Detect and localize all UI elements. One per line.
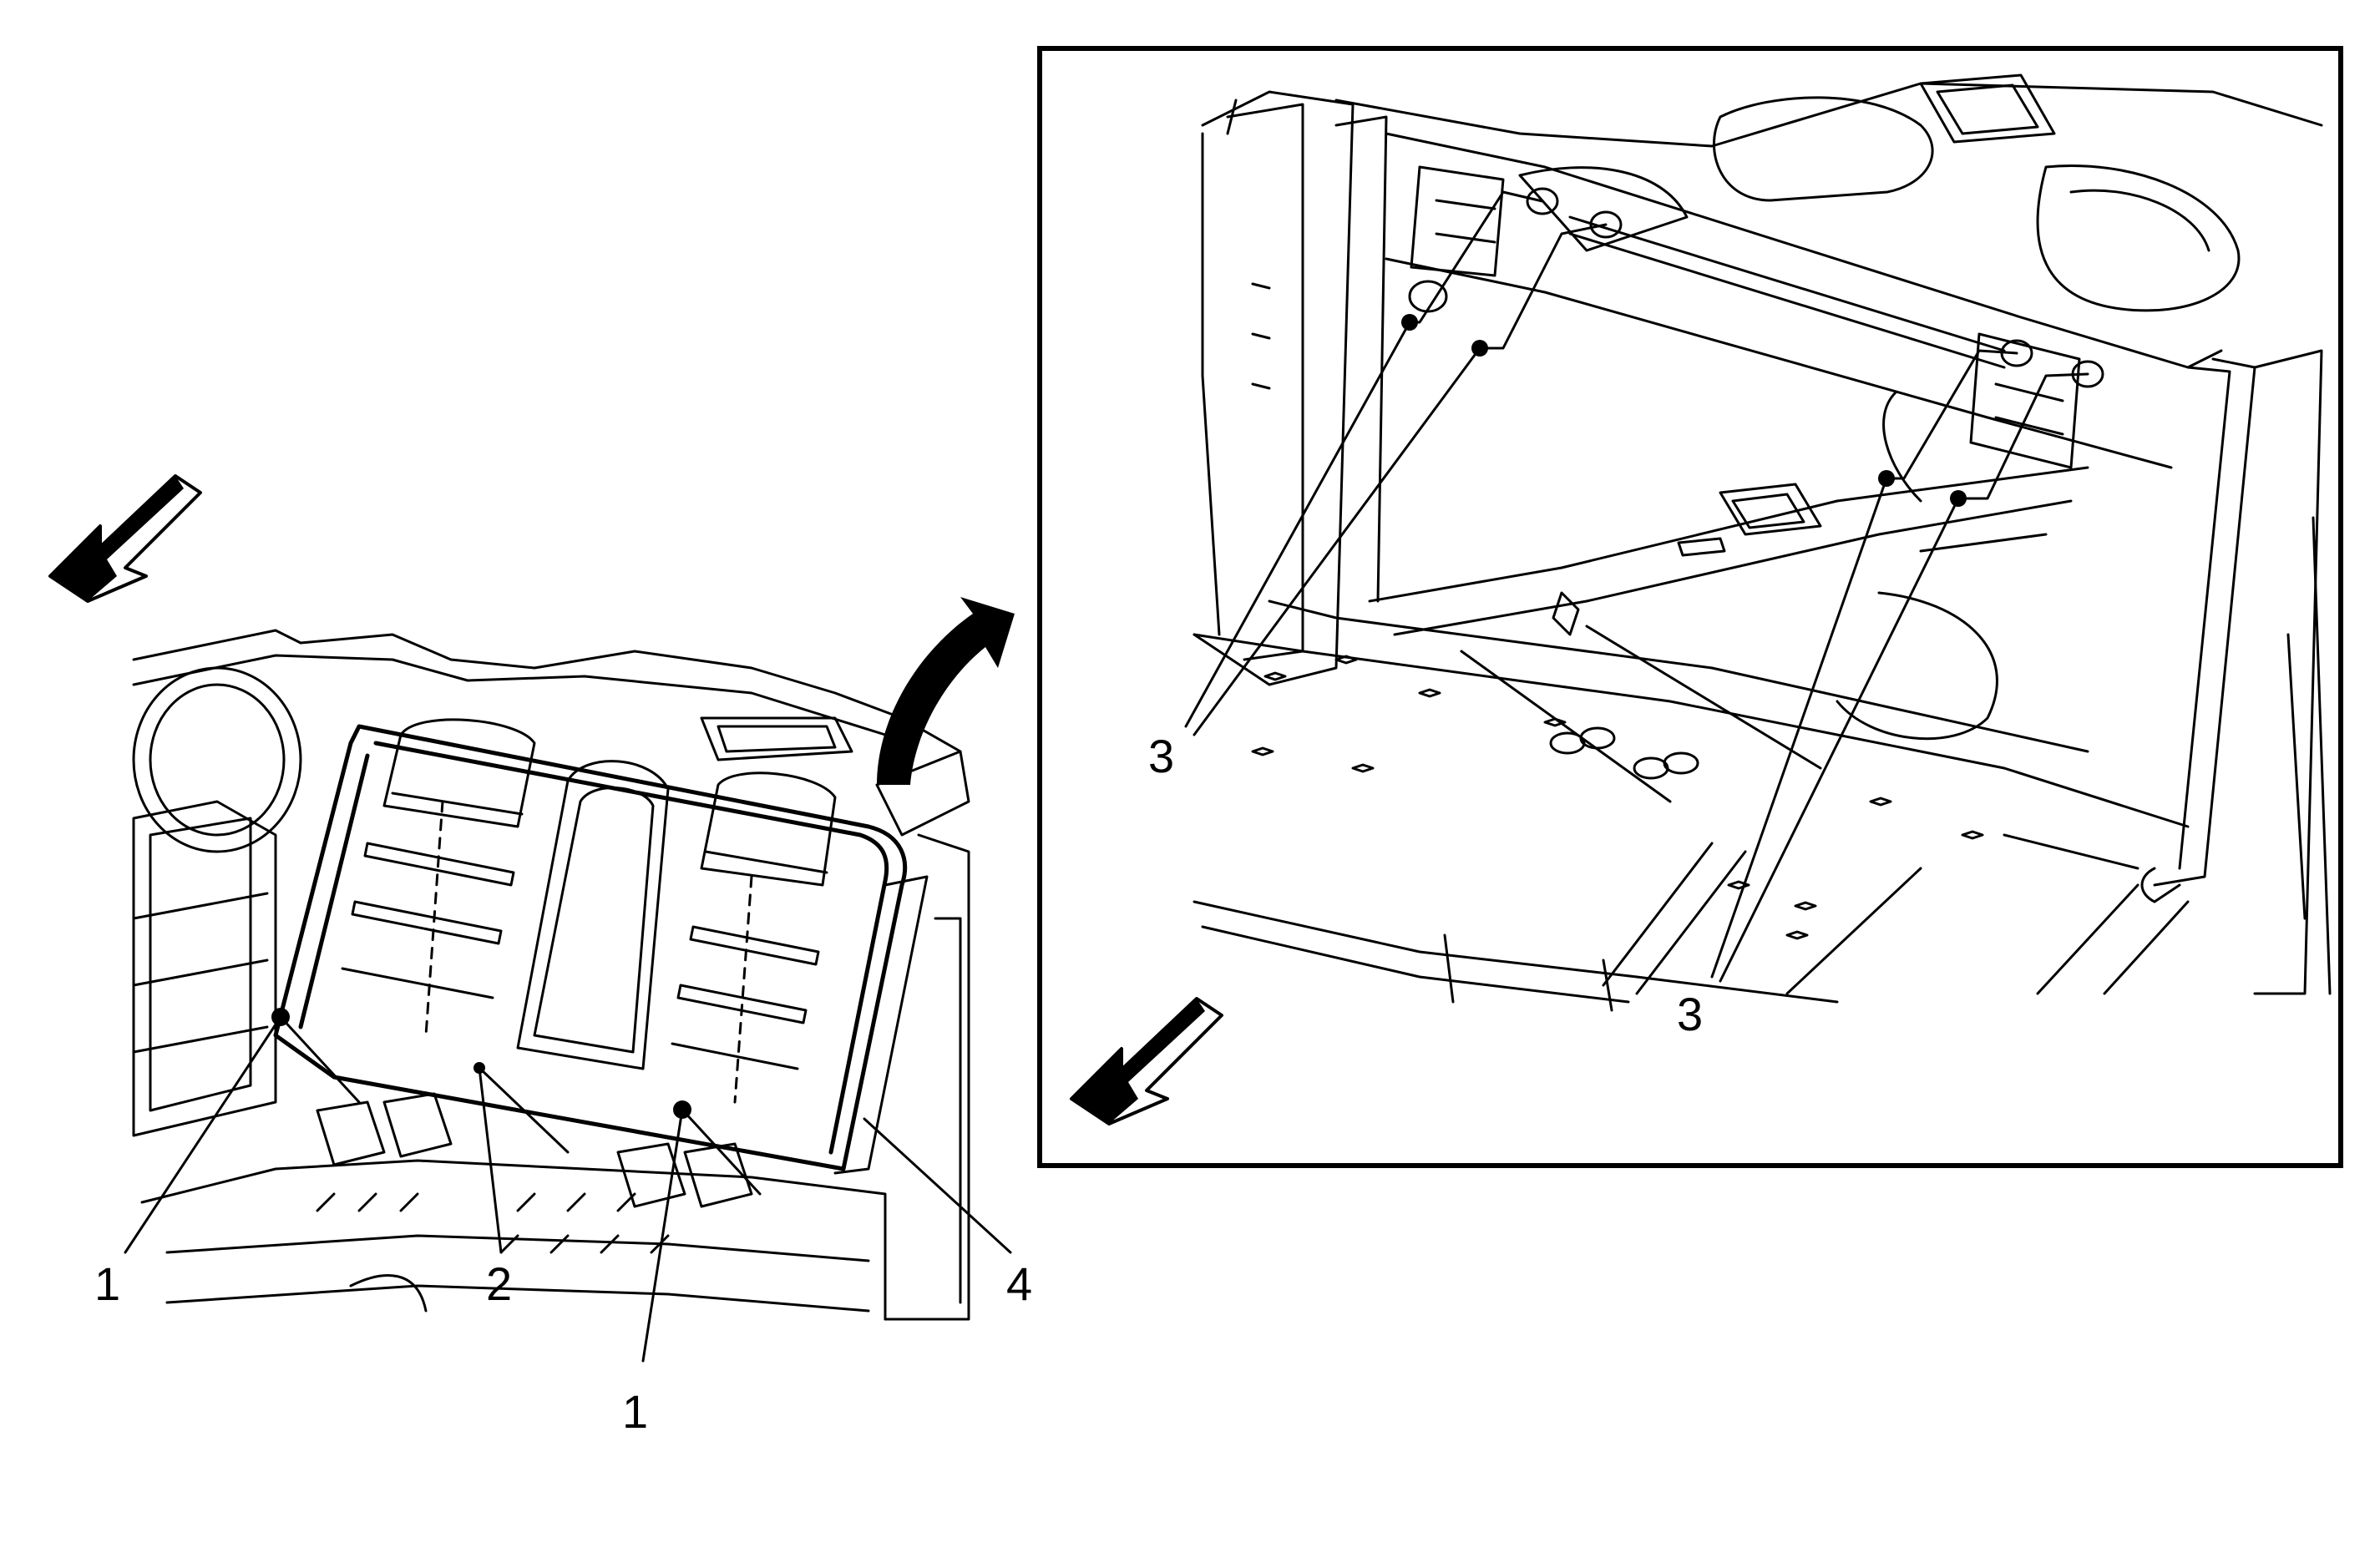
rear-compartment-structure bbox=[1193, 73, 2332, 1012]
callout-3-right: 3 bbox=[1677, 988, 1703, 1040]
front-arrow-icon bbox=[48, 474, 202, 603]
front-arrow-icon-inset bbox=[1070, 997, 1223, 1126]
rear-seat-back bbox=[273, 724, 908, 1171]
inset-view: 3 3 bbox=[1037, 46, 2343, 1168]
inset-frame bbox=[1037, 46, 2343, 1168]
callout-1-left: 1 bbox=[94, 1257, 120, 1310]
body-structure-left bbox=[132, 629, 970, 1321]
rear-seat-view: 1 2 4 1 bbox=[94, 629, 1032, 1438]
callout-4: 4 bbox=[1006, 1257, 1032, 1310]
callout-1-bottom: 1 bbox=[622, 1385, 648, 1438]
callout-2: 2 bbox=[486, 1257, 512, 1310]
callout-3-left: 3 bbox=[1148, 730, 1174, 782]
curved-arrow-icon bbox=[877, 597, 1015, 785]
leader-lines-inset bbox=[1184, 190, 2089, 983]
leader-lines-left bbox=[124, 1015, 1012, 1363]
seat-back-details bbox=[341, 718, 929, 1175]
